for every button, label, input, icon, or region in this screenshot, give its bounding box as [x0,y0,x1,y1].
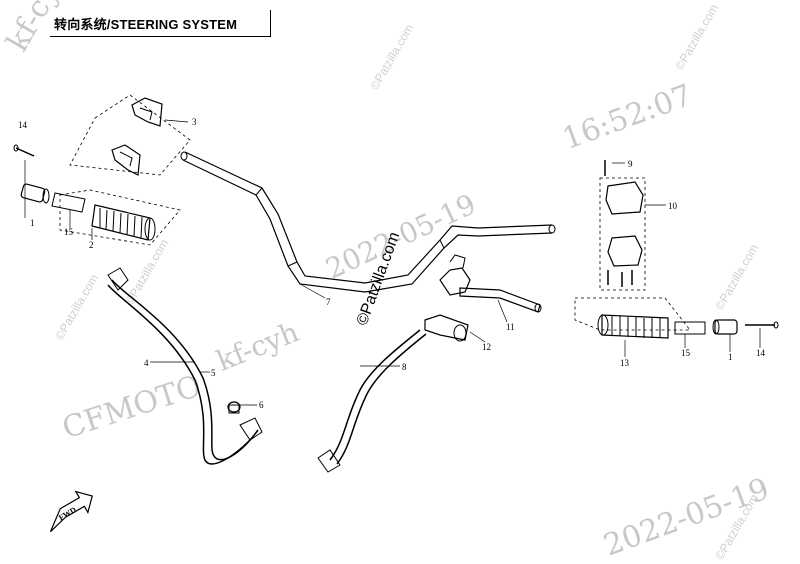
left-grip [91,204,156,241]
callout-15-right: 15 [681,348,691,358]
left-grip-frame [59,189,181,246]
right-grip [597,314,669,339]
left-bolt [13,144,35,157]
leader-lines [24,119,761,406]
left-bar-end [20,183,50,204]
right-switch-housing [605,181,644,287]
callout-14-right: 14 [756,348,766,358]
callout-9: 9 [628,159,633,169]
callout-8: 8 [402,362,407,372]
right-sleeve [674,321,706,335]
callout-10: 10 [668,201,678,211]
right-switch-frame [599,177,646,291]
callout-15-left: 15 [64,227,74,237]
right-bar-end [712,319,738,335]
cable-clip [227,401,241,414]
callout-13: 13 [620,358,630,368]
left-switch-frame [69,94,191,176]
right-grip-frame [574,297,691,331]
callout-14-left: 14 [18,120,28,130]
callout-7: 7 [326,297,331,307]
handlebar [180,151,556,293]
callout-2: 2 [89,240,94,250]
throttle-housing [424,314,469,342]
fwd-label: FWD [57,505,78,522]
left-cable [107,267,263,465]
callout-3: 3 [192,117,197,127]
brake-lever [439,254,542,313]
callout-4: 4 [144,358,149,368]
callout-1-left: 1 [30,218,35,228]
callout-1-right: 1 [728,352,733,362]
left-switch-housing [111,97,163,176]
title-frame [50,10,271,37]
page-title: 转向系统/STEERING SYSTEM [54,17,238,32]
right-bolt [745,321,779,329]
fwd-arrow-icon [49,490,93,533]
callout-5: 5 [211,368,216,378]
callout-11: 11 [506,322,515,332]
throttle-cable [317,329,427,473]
callout-12: 12 [482,342,491,352]
left-sleeve [51,192,86,213]
callout-6: 6 [259,400,264,410]
callout-labels: 3 14 1 15 2 4 5 6 7 8 9 10 11 12 13 15 1… [18,117,766,522]
